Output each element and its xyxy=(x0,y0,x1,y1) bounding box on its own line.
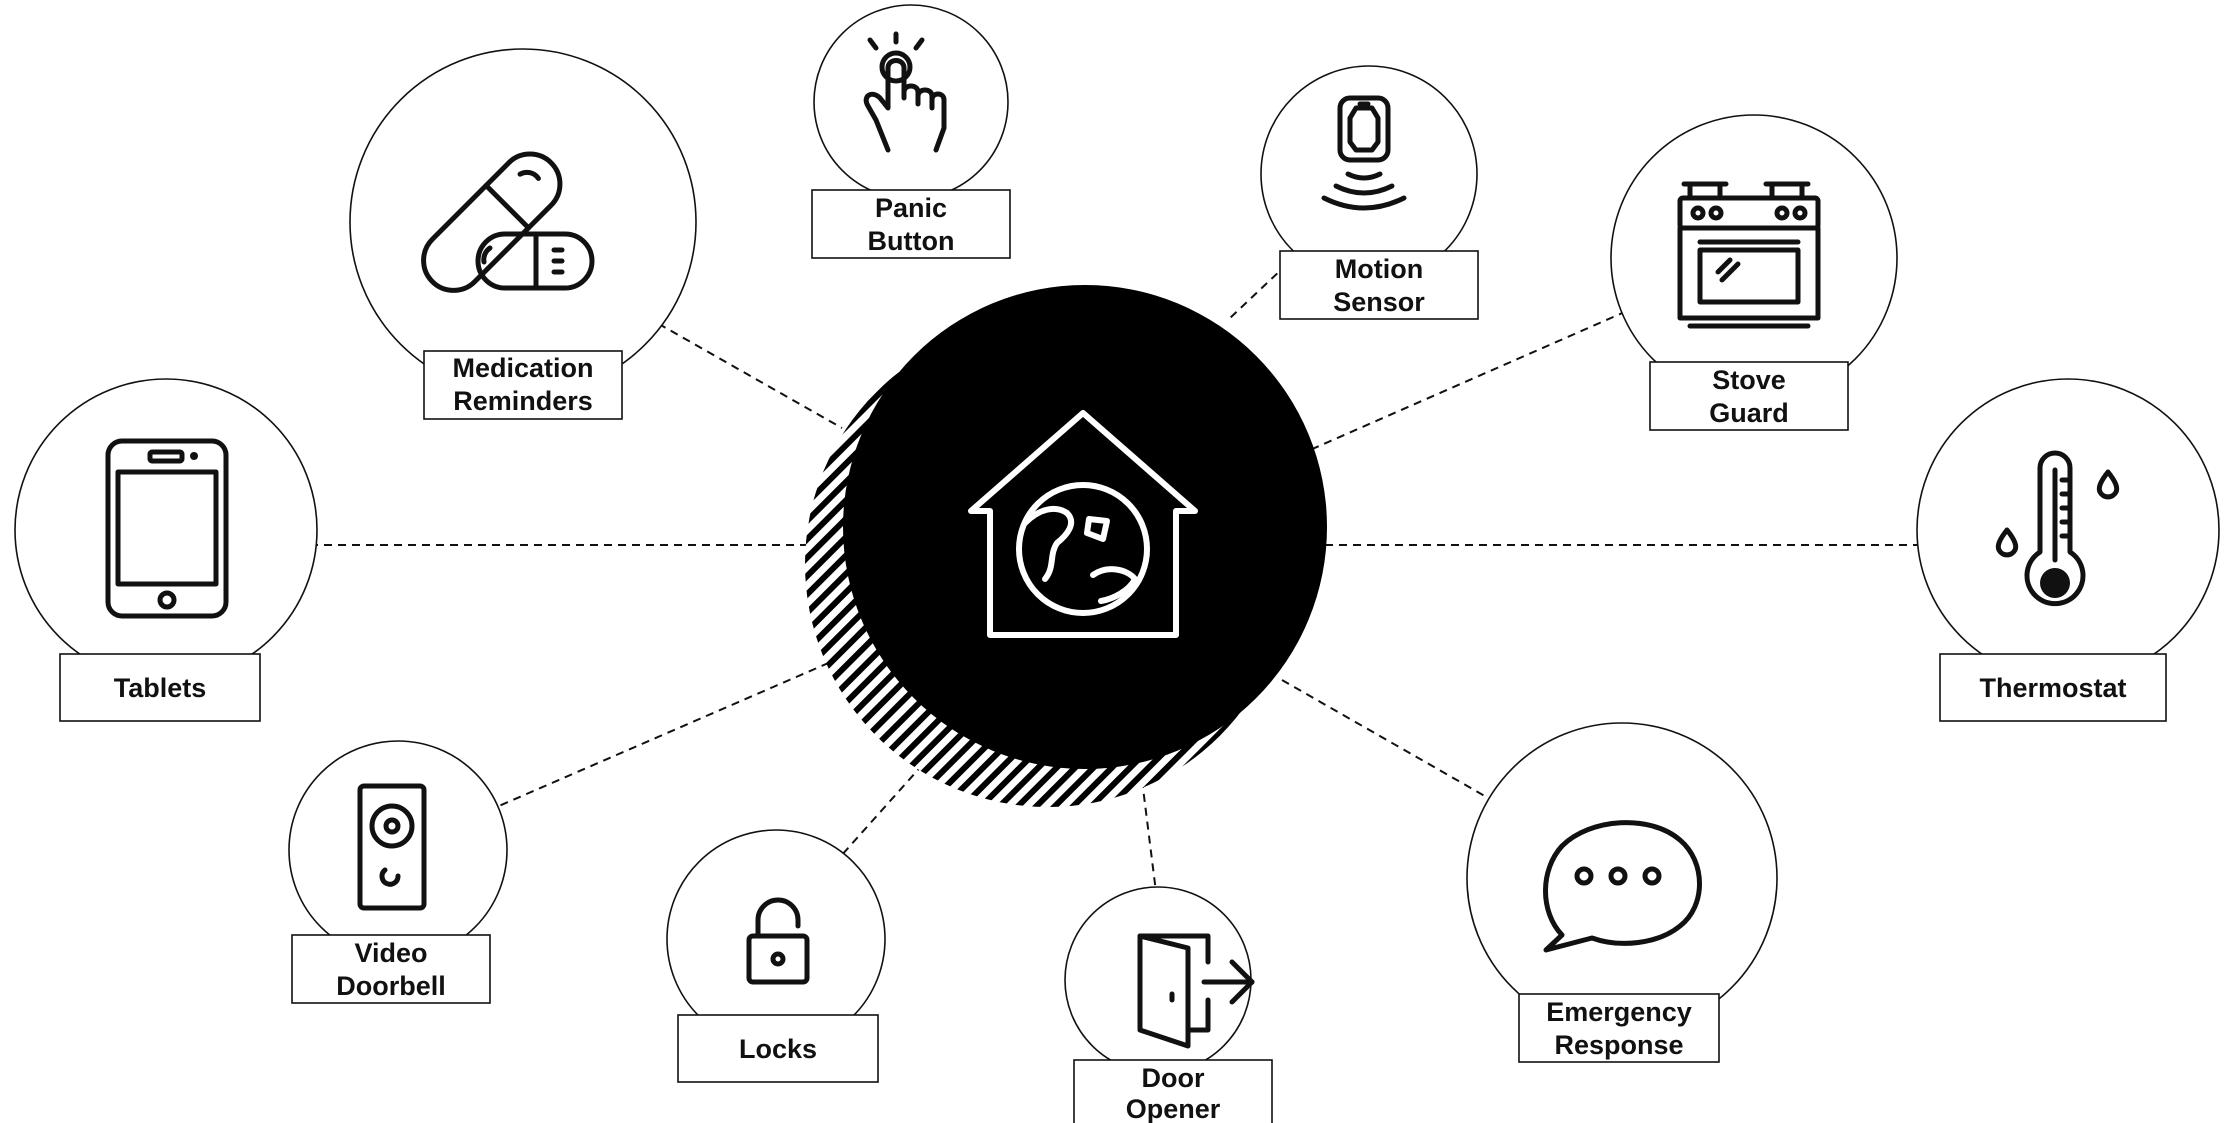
node-locks[interactable]: Locks xyxy=(666,829,886,1083)
label-box xyxy=(291,934,491,1004)
label-box xyxy=(677,1014,879,1083)
motion-sensor-icon xyxy=(1321,95,1407,211)
label-box xyxy=(1939,653,2167,722)
connector-doorbell xyxy=(461,657,841,823)
label-box xyxy=(59,653,261,722)
label-box xyxy=(811,189,1011,259)
stove-icon xyxy=(1677,181,1821,329)
label-box xyxy=(1518,993,1720,1063)
node-circle xyxy=(1466,722,1778,1034)
finger-press-icon xyxy=(863,31,947,153)
label-box xyxy=(1073,1059,1273,1123)
connector-stove xyxy=(1309,299,1653,451)
chat-bubble-icon xyxy=(1543,820,1702,953)
padlock-icon xyxy=(746,897,810,985)
node-label: Locks xyxy=(739,1034,817,1064)
node-circle xyxy=(1610,114,1898,402)
label-box xyxy=(1279,250,1479,320)
smart-home-globe-icon xyxy=(968,410,1198,638)
thermometer-icon xyxy=(1995,450,2120,607)
door-exit-icon xyxy=(1137,933,1255,1049)
connector-door xyxy=(1141,779,1159,909)
connector-emergency xyxy=(1281,679,1519,816)
node-label: Tablets xyxy=(114,673,207,703)
node-circle xyxy=(288,740,508,960)
label-box xyxy=(1649,361,1849,431)
label-box xyxy=(423,350,623,420)
central-hub xyxy=(805,285,1327,807)
pill-capsules-icon xyxy=(421,151,595,293)
node-label: Thermostat xyxy=(1979,673,2126,703)
node-tablets[interactable]: Tablets xyxy=(14,378,318,722)
node-circle xyxy=(813,4,1009,200)
video-doorbell-icon xyxy=(357,783,427,911)
node-circle xyxy=(14,378,318,682)
tablet-icon xyxy=(105,438,229,619)
node-thermostat[interactable]: Thermostat xyxy=(1916,378,2220,722)
connector-lines xyxy=(268,234,1932,909)
